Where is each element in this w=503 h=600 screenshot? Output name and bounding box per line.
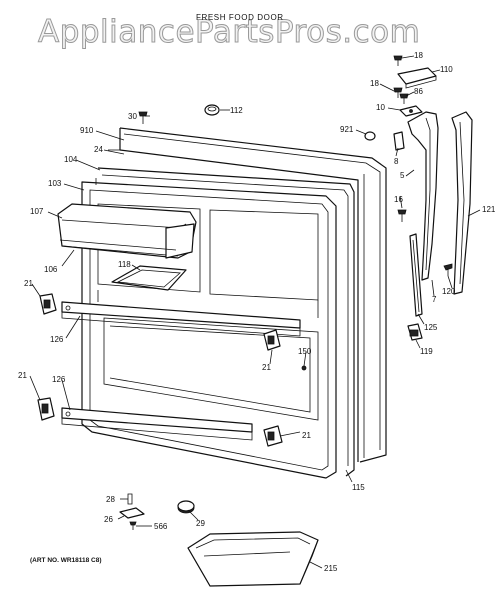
part-28 — [127, 493, 133, 505]
callout-126: 126 — [52, 375, 66, 384]
hinge-plate-10 — [399, 105, 423, 117]
callout-110: 110 — [440, 65, 453, 74]
screw-120 — [443, 263, 453, 276]
callout-126: 126 — [50, 335, 64, 344]
plug-button — [204, 104, 220, 116]
callout-120: 120 — [442, 287, 456, 296]
part-26 — [119, 507, 145, 519]
screw-30 — [138, 111, 148, 124]
art-number: (ART NO. WR18118 C8) — [30, 557, 102, 564]
callout-119: 119 — [420, 347, 433, 356]
watermark: AppliancePartsPros.com — [38, 14, 420, 50]
callout-21: 21 — [18, 371, 27, 380]
bin-support-left-lower — [37, 397, 55, 421]
cap-921 — [364, 131, 376, 141]
callout-10: 10 — [376, 103, 385, 112]
bin-support-right-upper — [263, 329, 281, 351]
inner-door-liner — [81, 181, 337, 479]
callout-29: 29 — [196, 519, 205, 528]
callout-125: 125 — [424, 323, 438, 332]
strip-125 — [409, 233, 423, 317]
door-bin-upper — [61, 301, 301, 337]
handle-trim-121 — [451, 111, 473, 295]
callout-24: 24 — [94, 145, 103, 154]
bin-support-right-lower — [263, 425, 283, 447]
screw-566 — [129, 521, 137, 530]
callout-566: 566 — [154, 522, 168, 531]
callout-106: 106 — [44, 265, 58, 274]
callout-103: 103 — [48, 179, 62, 188]
callout-215: 215 — [324, 564, 338, 573]
clip-8 — [393, 131, 405, 151]
screw-18-upper — [393, 55, 403, 66]
callout-21: 21 — [262, 363, 271, 372]
callout-labels: 18 110 18 86 10 30 112 910 921 24 8 104 … — [18, 51, 496, 573]
callout-26: 26 — [104, 515, 113, 524]
callout-121: 121 — [482, 205, 496, 214]
callout-21: 21 — [24, 279, 33, 288]
screw-18-lower — [393, 87, 403, 98]
diagram-title: FRESH FOOD DOOR — [196, 13, 284, 22]
leader-lines — [29, 55, 481, 569]
callout-104: 104 — [64, 155, 78, 164]
bin-support-left-upper — [39, 293, 57, 315]
callout-30: 30 — [128, 112, 137, 121]
callout-910: 910 — [80, 126, 94, 135]
callout-28: 28 — [106, 495, 115, 504]
callout-18: 18 — [370, 79, 379, 88]
end-cap-119 — [407, 323, 423, 341]
screw-16 — [397, 209, 407, 222]
callout-112: 112 — [230, 106, 243, 115]
callout-921: 921 — [340, 125, 354, 134]
button-29 — [177, 500, 195, 514]
dairy-shelf — [111, 265, 187, 291]
callout-150: 150 — [298, 347, 312, 356]
callout-5: 5 — [400, 171, 405, 180]
callout-18: 18 — [414, 51, 423, 60]
dairy-compartment — [57, 203, 197, 259]
door-gasket — [95, 167, 355, 477]
callout-118: 118 — [118, 260, 131, 269]
callout-8: 8 — [394, 157, 399, 166]
door-bin-lower — [61, 407, 253, 441]
door-handle-5 — [407, 111, 439, 281]
screw-150 — [301, 365, 307, 371]
callout-21: 21 — [302, 431, 311, 440]
callout-7: 7 — [432, 295, 437, 304]
callout-107: 107 — [30, 207, 44, 216]
door-bin-215 — [187, 531, 319, 587]
callout-115: 115 — [352, 483, 365, 492]
screw-86 — [399, 93, 409, 104]
callout-86: 86 — [414, 87, 423, 96]
callout-16: 16 — [394, 195, 403, 204]
hinge-cover-110 — [397, 67, 437, 89]
